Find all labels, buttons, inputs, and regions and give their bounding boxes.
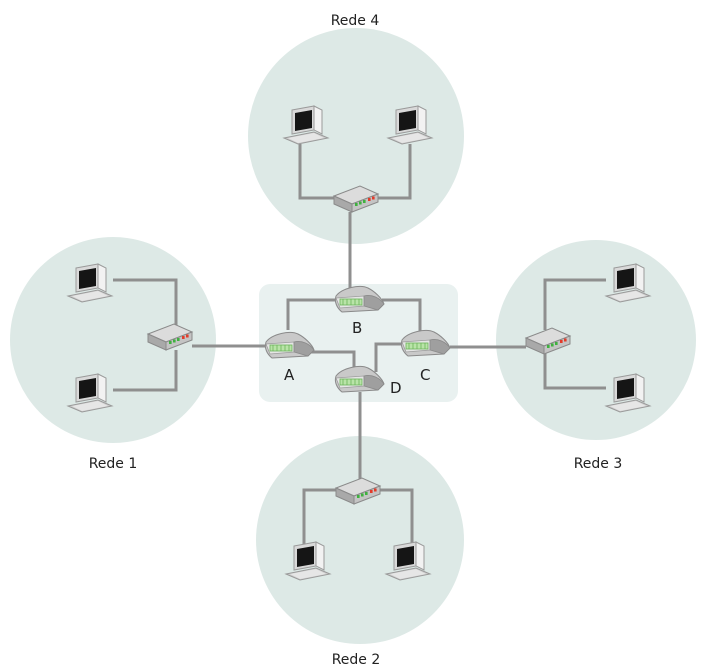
link-rede4-pc2-switch [378,144,412,200]
network-area-rede4 [248,28,464,244]
network-area-rede2 [256,436,464,644]
link-rede2-pc2-switch [380,488,414,544]
link-rede4-pc1-switch [298,144,334,200]
link-rede1-pc1-switch [113,278,178,326]
network-label-rede1: Rede 1 [89,456,138,472]
link-router-b-right [382,298,422,336]
link-rede2-pc1-switch [302,488,338,544]
link-rede3-pc2-switch [543,352,606,390]
link-rede1-pc2-switch [113,350,178,392]
link-router-b-left [286,298,336,330]
link-router-c-d [374,342,402,372]
network-label-rede2: Rede 2 [332,652,381,668]
link-rede3-pc1-switch [543,278,606,330]
router-label-c: C [420,366,430,384]
network-label-rede3: Rede 3 [574,456,623,472]
network-links [113,144,606,544]
link-router-a-d [310,350,356,370]
core-routers-area [259,284,458,402]
router-label-a: A [284,366,295,384]
router-label-b: B [352,319,362,337]
router-label-d: D [390,379,402,397]
network-label-rede4: Rede 4 [331,13,380,29]
